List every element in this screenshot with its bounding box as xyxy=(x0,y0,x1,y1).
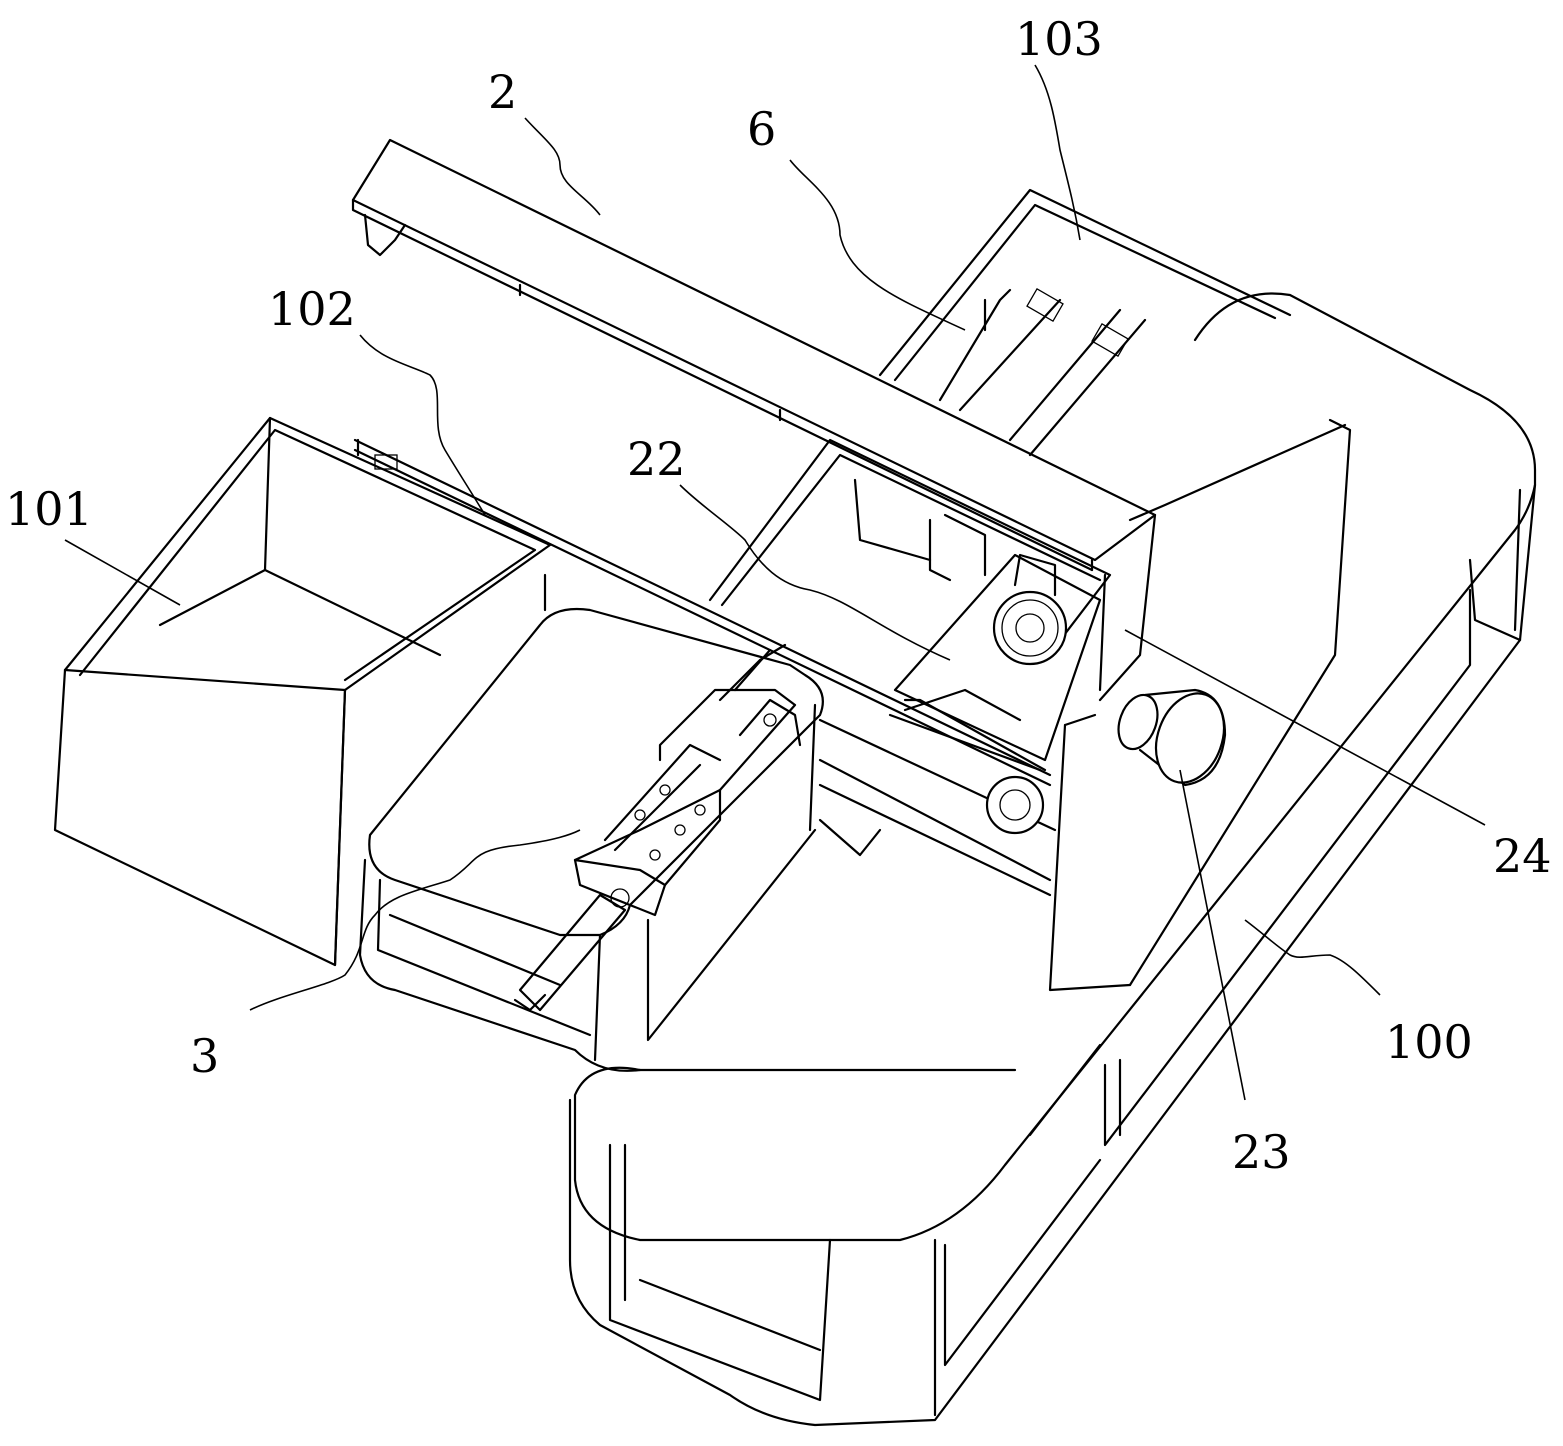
leader-102 xyxy=(359,334,486,516)
actuator-3 xyxy=(513,643,802,1012)
bin-101 xyxy=(53,416,552,967)
leader-23 xyxy=(1179,769,1246,1101)
leader-24 xyxy=(1124,629,1486,826)
leader-2 xyxy=(524,117,601,216)
label-22: 22 xyxy=(627,432,686,486)
motor-23 xyxy=(1117,688,1227,787)
machine-base xyxy=(568,292,1537,1427)
leader-100 xyxy=(1244,919,1381,996)
left-platform xyxy=(358,607,824,1072)
leader-101 xyxy=(64,539,181,606)
label-101: 101 xyxy=(5,482,93,536)
label-24: 24 xyxy=(1493,829,1552,883)
leader-6 xyxy=(789,159,966,331)
label-3: 3 xyxy=(190,1029,219,1083)
slide-assembly-22 xyxy=(708,438,1112,835)
rail-102 xyxy=(353,438,1057,897)
label-100: 100 xyxy=(1385,1015,1473,1069)
right-frame xyxy=(1048,418,1352,992)
label-2: 2 xyxy=(488,65,517,119)
label-23: 23 xyxy=(1232,1125,1291,1179)
label-6: 6 xyxy=(747,102,776,156)
label-103: 103 xyxy=(1015,12,1103,66)
labels: 2 103 6 102 22 101 24 3 100 23 xyxy=(5,12,1552,1179)
label-102: 102 xyxy=(268,282,356,336)
leader-22 xyxy=(679,484,951,661)
leader-103 xyxy=(1034,64,1081,241)
leader-3 xyxy=(249,829,581,1011)
